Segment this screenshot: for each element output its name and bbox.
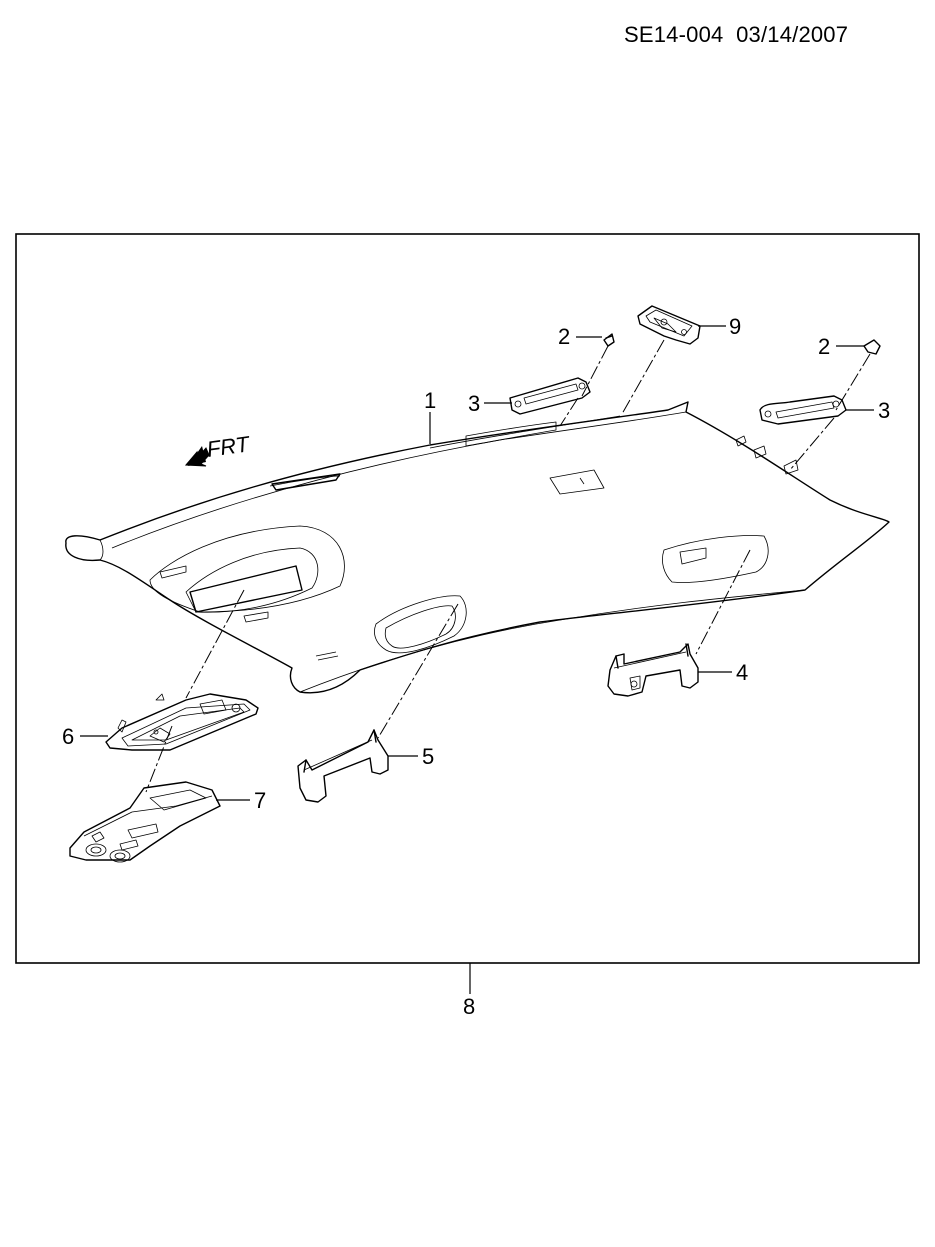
callout-7: 7: [254, 788, 266, 813]
headliner-panel: [65, 401, 890, 694]
front-direction-label: FRT: [205, 431, 252, 462]
kit-frame: [15, 233, 920, 964]
callout-8: 8: [463, 994, 475, 1019]
bracket-left: [509, 377, 591, 415]
assembly-line-clip-left: [581, 345, 609, 397]
assembly-line-bracket-left: [559, 397, 579, 427]
assembly-line-console: [145, 725, 173, 793]
callout-2-left: 2: [558, 324, 570, 349]
bracket-right: [759, 395, 847, 425]
callout-3-left: 3: [468, 391, 480, 416]
front-direction-arrow: [184, 446, 210, 467]
callout-1: 1: [424, 388, 436, 413]
callout-6: 6: [62, 724, 74, 749]
assembly-line-console-frame: [185, 589, 245, 699]
assembly-line-bracket-right: [789, 417, 835, 471]
callout-4: 4: [736, 660, 748, 685]
callout-9: 9: [729, 314, 741, 339]
overhead-console: [69, 781, 221, 863]
overhead-console-frame: [105, 693, 259, 751]
callout-2-right: 2: [818, 334, 830, 359]
clip-left: [603, 333, 615, 347]
assembly-line-lamp: [621, 339, 665, 415]
assembly-line-rear-handle: [695, 549, 751, 655]
document-id: SE14-004 03/14/2007: [624, 22, 849, 47]
callout-3-right: 3: [878, 398, 890, 423]
clip-right: [863, 339, 881, 355]
lamp-bracket: [637, 305, 701, 345]
callout-5: 5: [422, 744, 434, 769]
front-grab-handle: [297, 729, 389, 803]
assembly-line-clip-right: [835, 353, 871, 411]
assembly-line-front-handle: [377, 603, 459, 739]
rear-grab-handle: [607, 643, 699, 697]
